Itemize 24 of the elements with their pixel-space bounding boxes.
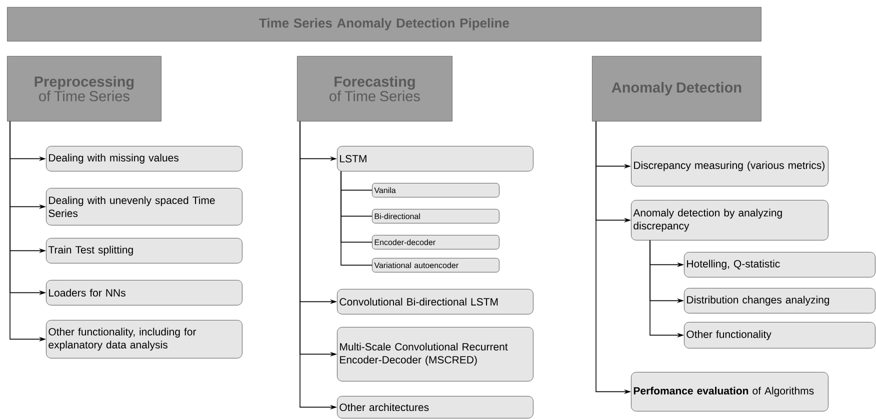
process-box: Anomaly detection by analyzing discrepancy xyxy=(631,200,828,240)
process-box: Multi-Scale Convolutional Recurrent Encoder-Decoder (MSCRED) xyxy=(337,327,534,382)
subprocess-box: Bi-directional xyxy=(372,209,500,224)
process-box: LSTM xyxy=(337,146,534,172)
section-header-box: Anomaly Detection xyxy=(592,56,762,122)
process-box: Hotelling, Q-statistic xyxy=(684,252,876,278)
process-box: Perfomance evaluation of Algorithms xyxy=(631,372,828,412)
process-box: Dealing with unevenly spaced Time Series xyxy=(46,188,242,226)
process-box: Other functionality xyxy=(684,322,876,348)
process-box: Other architectures xyxy=(337,396,534,418)
subprocess-box: Encoder-decoder xyxy=(372,235,500,250)
process-box: Dealing with missing values xyxy=(46,146,242,172)
subprocess-box: Variational autoencoder xyxy=(372,258,500,272)
title-bar: Time Series Anomaly Detection Pipeline xyxy=(7,7,762,42)
section-header-box: Forecasting of Time Series xyxy=(297,56,452,122)
process-box: Loaders for NNs xyxy=(46,280,242,306)
process-box: Discrepancy measuring (various metrics) xyxy=(631,146,828,186)
process-box: Other functionality, including for explanatory data analysis xyxy=(46,320,242,358)
process-box: Train Test splitting xyxy=(46,238,242,264)
subprocess-box: Vanila xyxy=(372,183,500,198)
process-box: Convolutional Bi-directional LSTM xyxy=(337,289,534,314)
connector-line xyxy=(340,171,372,266)
process-box: Distribution changes analyzing xyxy=(684,288,876,314)
section-header-box: Preprocessing of Time Series xyxy=(7,56,162,122)
